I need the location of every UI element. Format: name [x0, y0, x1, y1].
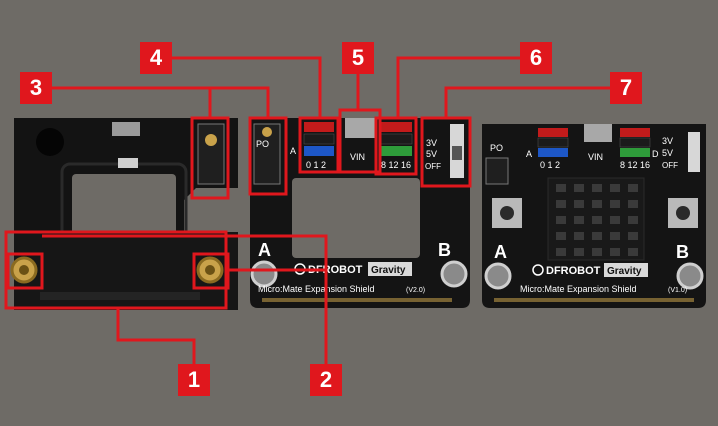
leader-line-7: [444, 86, 610, 118]
middle-digital-pins: 8 12 16: [381, 160, 411, 170]
middle-button-b-label: B: [438, 240, 451, 260]
left-headphone-jack: [197, 123, 225, 185]
right-edge-pins: [494, 298, 694, 302]
right-usb-connector: [584, 124, 612, 142]
right-analog-label: A: [526, 149, 532, 159]
right-led-matrix: [556, 184, 638, 256]
callout-label-7: 7: [610, 72, 642, 104]
right-tactile-button-a-cap: [500, 206, 514, 220]
joystick-knob: [36, 128, 64, 156]
middle-gravity-text: Gravity: [371, 265, 406, 276]
leader-line-2: [42, 234, 328, 364]
middle-analog-header: [303, 122, 335, 156]
right-headphone-jack: [485, 157, 509, 185]
right-gravity-badge: [604, 263, 648, 277]
right-button-a: [484, 262, 512, 290]
middle-off-label: OFF: [425, 162, 441, 171]
right-5v-label: 5V: [662, 148, 673, 158]
right-tactile-button-b-cap: [676, 206, 690, 220]
leader-line-1: [116, 308, 196, 364]
brass-standoff-left-hole: [19, 265, 29, 275]
right-power-switch: [688, 132, 700, 172]
middle-digital-header: [379, 122, 413, 156]
right-button-b: [676, 262, 704, 290]
left-edge-pads: [40, 292, 200, 300]
middle-po-label: PO: [256, 139, 269, 149]
middle-version-text: (V2.0): [406, 287, 425, 294]
highlight-box-2a: [6, 252, 44, 290]
middle-analog-pins: 0 1 2: [306, 160, 326, 170]
right-digital-pins: 8 12 16: [620, 160, 650, 170]
middle-button-b: [440, 260, 468, 288]
callout-label-4: 4: [140, 42, 172, 74]
middle-analog-label: A: [290, 146, 296, 156]
left-switch: [118, 158, 138, 168]
leader-line-6: [396, 56, 520, 118]
highlight-box-5: [338, 108, 382, 174]
right-version-text: (V1.0): [668, 287, 687, 294]
callout-label-6: 6: [520, 42, 552, 74]
brass-standoff-right-hole: [205, 265, 215, 275]
right-brand-text: DFROBOT: [546, 265, 601, 277]
leader-line-3: [52, 86, 270, 118]
middle-edge-pins: [262, 298, 452, 302]
middle-gravity-badge: [368, 262, 412, 276]
middle-title-text: Micro:Mate Expansion Shield: [258, 284, 375, 294]
right-button-b-label: B: [676, 242, 689, 262]
middle-pcb-cutout: [292, 178, 420, 258]
middle-vin-label: VIN: [350, 152, 365, 162]
right-3v-label: 3V: [662, 136, 673, 146]
right-d-label: D: [652, 149, 659, 159]
left-jack-hole: [205, 134, 217, 146]
leader-line-4: [172, 56, 322, 118]
right-analog-header: [537, 128, 569, 157]
left-pcb: [10, 118, 238, 310]
callout-lines: [4, 56, 610, 364]
middle-button-a: [250, 260, 278, 288]
usb-connector: [112, 122, 140, 136]
middle-usb-connector: [345, 118, 375, 138]
middle-button-a-label: A: [258, 240, 271, 260]
middle-pcb: PO A 0 1 2 VIN 8 12 16 3V 5V OFF A B: [250, 118, 470, 308]
right-analog-pins: 0 1 2: [540, 160, 560, 170]
callout-label-1: 1: [178, 364, 210, 396]
middle-jack-hole: [262, 127, 272, 137]
right-po-label: PO: [490, 143, 503, 153]
callout-label-2: 2: [310, 364, 342, 396]
callout-label-3: 3: [20, 72, 52, 104]
right-title-text: Micro:Mate Expansion Shield: [520, 284, 637, 294]
right-vin-label: VIN: [588, 152, 603, 162]
highlight-box-1: [4, 230, 228, 310]
right-pcb: PO A 0 1 2 VIN D 8 12 16 3V 5V OFF: [482, 124, 706, 308]
middle-5v-label: 5V: [426, 149, 437, 159]
middle-brand-text: DFROBOT: [308, 264, 363, 276]
middle-power-switch-slider: [452, 146, 462, 160]
callout-label-5: 5: [342, 42, 374, 74]
right-gravity-text: Gravity: [607, 266, 642, 277]
highlight-box-6: [374, 116, 418, 176]
middle-3v-label: 3V: [426, 138, 437, 148]
right-off-label: OFF: [662, 161, 678, 170]
right-logo-icon: [532, 264, 544, 276]
right-digital-header: [619, 128, 651, 157]
right-button-a-label: A: [494, 242, 507, 262]
